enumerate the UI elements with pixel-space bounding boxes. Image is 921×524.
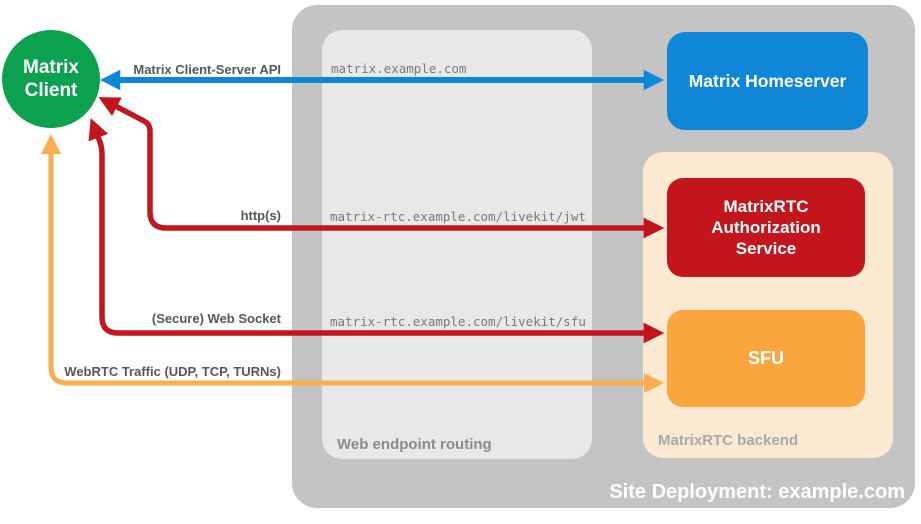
web-endpoint-routing-title: Web endpoint routing: [337, 436, 492, 453]
site-deployment-title: Site Deployment: example.com: [609, 481, 905, 503]
matrix-client-label: Matrix Client: [23, 57, 79, 101]
matrix-client-node: Matrix Client: [2, 30, 100, 128]
matrix-homeserver-node: Matrix Homeserver: [667, 32, 868, 130]
sfu-node: SFU: [667, 310, 865, 407]
connection-label-secure-web-socket: (Secure) Web Socket: [151, 311, 281, 326]
sfu-label: SFU: [748, 348, 784, 368]
web-endpoint-routing-box: [322, 30, 592, 459]
matrixrtc-backend-title: MatrixRTC backend: [658, 432, 799, 449]
routing-endpoint-livekit-sfu: matrix-rtc.example.com/livekit/sfu: [330, 314, 586, 329]
matrixrtc-authorization-service-label: MatrixRTC Authorization Service: [711, 197, 821, 258]
connection-label-https: http(s): [240, 208, 281, 223]
matrix-homeserver-label: Matrix Homeserver: [688, 70, 847, 91]
routing-endpoint-matrix: matrix.example.com: [331, 61, 467, 76]
connection-label-webrtc-traffic: WebRTC Traffic (UDP, TCP, TURNs): [64, 364, 281, 379]
connection-label-client-server-api: Matrix Client-Server API: [133, 62, 281, 77]
routing-endpoint-livekit-jwt: matrix-rtc.example.com/livekit/jwt: [330, 209, 586, 224]
matrixrtc-authorization-service-node: MatrixRTC Authorization Service: [667, 178, 865, 277]
